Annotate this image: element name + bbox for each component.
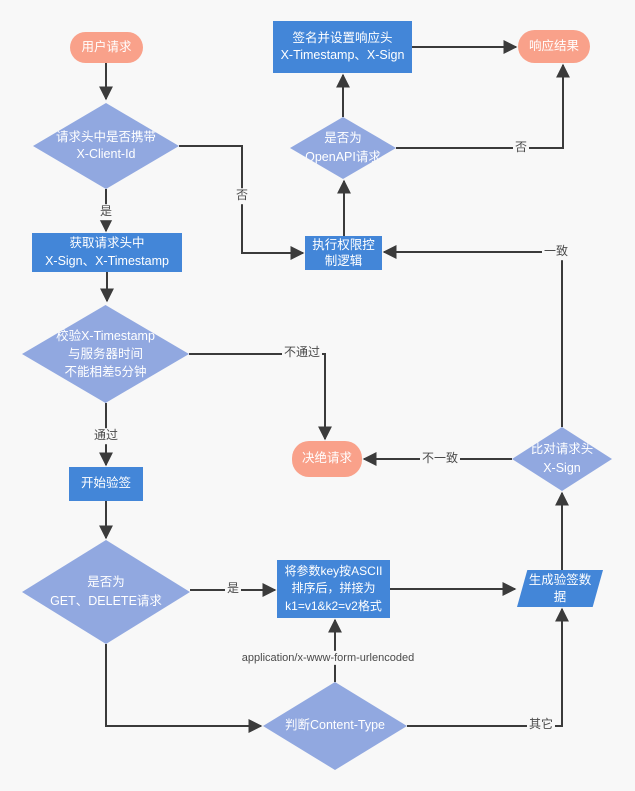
node-sign-set-response-headers: 签名并设置响应头 X-Timestamp、X-Sign	[273, 21, 412, 73]
edge-getdelete-to-contenttype	[105, 644, 263, 733]
edge-contenttype-other	[407, 607, 569, 727]
edge-label-clientid-no: 否	[233, 188, 251, 204]
edge-label-clientid-yes: 是	[97, 204, 115, 220]
node-generate-sign-data: 生成验签数 据	[517, 570, 603, 607]
edge-label-timestamp-fail: 不通过	[281, 345, 323, 361]
edge-timestamp-fail	[189, 353, 332, 441]
edge-label-content-form-urlencoded: application/x-www-form-urlencoded	[239, 650, 417, 666]
node-exec-permission-logic: 执行权限控 制逻辑	[305, 236, 382, 270]
node-start-verify: 开始验签	[69, 467, 143, 501]
node-get-request-headers: 获取请求头中 X-Sign、X-Timestamp	[32, 233, 182, 272]
node-reject-request: 决绝请求	[292, 441, 362, 477]
edge-label-getdelete-yes: 是	[224, 581, 242, 597]
edge-label-openapi-no: 否	[512, 140, 530, 156]
edge-label-timestamp-pass: 通过	[91, 428, 121, 444]
edge-label-sign-mismatch: 不一致	[419, 451, 461, 467]
edge-compare-match	[382, 245, 563, 427]
node-sort-params-ascii: 将参数key按ASCII 排序后，拼接为 k1=v1&k2=v2格式	[277, 560, 390, 618]
edge-label-content-other: 其它	[526, 717, 556, 733]
node-user-request: 用户请求	[70, 32, 143, 63]
edge-label-sign-match: 一致	[541, 244, 571, 260]
edge-openapi-no	[396, 63, 570, 149]
node-response-result: 响应结果	[518, 30, 590, 63]
